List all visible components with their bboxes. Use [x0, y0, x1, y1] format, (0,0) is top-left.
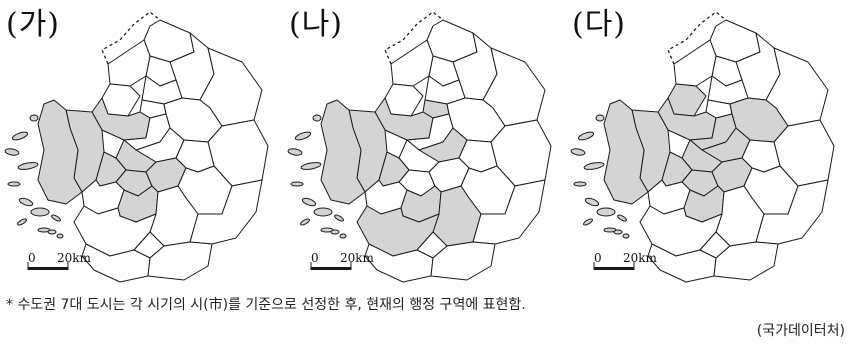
island-4: [573, 181, 587, 187]
panel-label-da: (다): [572, 7, 627, 42]
island-3: [300, 162, 322, 170]
island-4: [7, 181, 21, 187]
region-hwaseong: [356, 205, 440, 257]
region-hwaseong: [73, 205, 157, 257]
island-12: [330, 229, 340, 235]
island-1: [577, 131, 595, 141]
panel-label-ga: (가): [6, 7, 61, 42]
region-anseong: [713, 241, 779, 281]
island-8: [583, 218, 593, 226]
island-2: [287, 148, 303, 156]
source-note: (국가데이터처): [756, 323, 845, 339]
island-8: [300, 218, 310, 226]
island-3: [17, 162, 39, 170]
island-1: [11, 131, 29, 141]
scale-bar: [594, 267, 634, 270]
region-incheon: [603, 99, 649, 205]
panel-label-na: (나): [289, 7, 344, 42]
region-incheon: [37, 99, 83, 205]
region-paju-n: [107, 39, 151, 87]
region-paju-n: [390, 39, 434, 87]
island-11: [595, 114, 605, 122]
region-incheon: [320, 99, 366, 205]
island-10: [56, 233, 64, 239]
island-11: [312, 114, 322, 122]
scale-zero-label: 0: [28, 251, 36, 265]
scale-distance-label: 20km: [340, 251, 374, 265]
island-10: [622, 233, 630, 239]
island-6: [596, 207, 616, 217]
island-12: [47, 229, 57, 235]
island-12: [613, 229, 623, 235]
island-2: [4, 148, 20, 156]
region-anseong: [147, 241, 213, 281]
region-anseong: [430, 241, 496, 281]
island-7: [617, 214, 627, 222]
region-hwaseong: [639, 205, 723, 257]
region-paju-s: [667, 83, 707, 117]
scale-zero-label: 0: [594, 251, 602, 265]
island-5: [18, 197, 34, 207]
footnote: * 수도권 7대 도시는 각 시기의 시(市)를 기준으로 선정한 후, 현재의…: [6, 297, 526, 313]
island-8: [17, 218, 27, 226]
scale-distance-label: 20km: [623, 251, 657, 265]
map-panel-ga: (가) 0 20km: [0, 0, 272, 290]
island-2: [570, 148, 586, 156]
map-na: [287, 11, 552, 283]
island-5: [584, 197, 600, 207]
map-panel-da: (다) 0 20km: [566, 0, 838, 290]
island-1: [294, 131, 312, 141]
island-6: [313, 207, 333, 217]
scale-zero-label: 0: [311, 251, 319, 265]
region-paju-n: [673, 39, 717, 87]
scale-bar: [28, 267, 68, 270]
scale-distance-label: 20km: [57, 251, 91, 265]
region-paju-s: [384, 83, 424, 117]
map-ga: [4, 11, 269, 283]
island-4: [290, 181, 304, 187]
island-11: [29, 114, 39, 122]
island-3: [583, 162, 605, 170]
island-10: [339, 233, 347, 239]
map-panel-na: (나) 0 20km: [283, 0, 555, 290]
dmz-border-line: [667, 11, 727, 65]
island-5: [301, 197, 317, 207]
scale-bar: [311, 267, 351, 270]
dmz-border-line: [384, 11, 444, 65]
island-7: [334, 214, 344, 222]
dmz-border-line: [101, 11, 161, 65]
island-7: [51, 214, 61, 222]
map-da: [570, 11, 835, 283]
region-paju-s: [101, 83, 141, 117]
island-6: [30, 207, 50, 217]
